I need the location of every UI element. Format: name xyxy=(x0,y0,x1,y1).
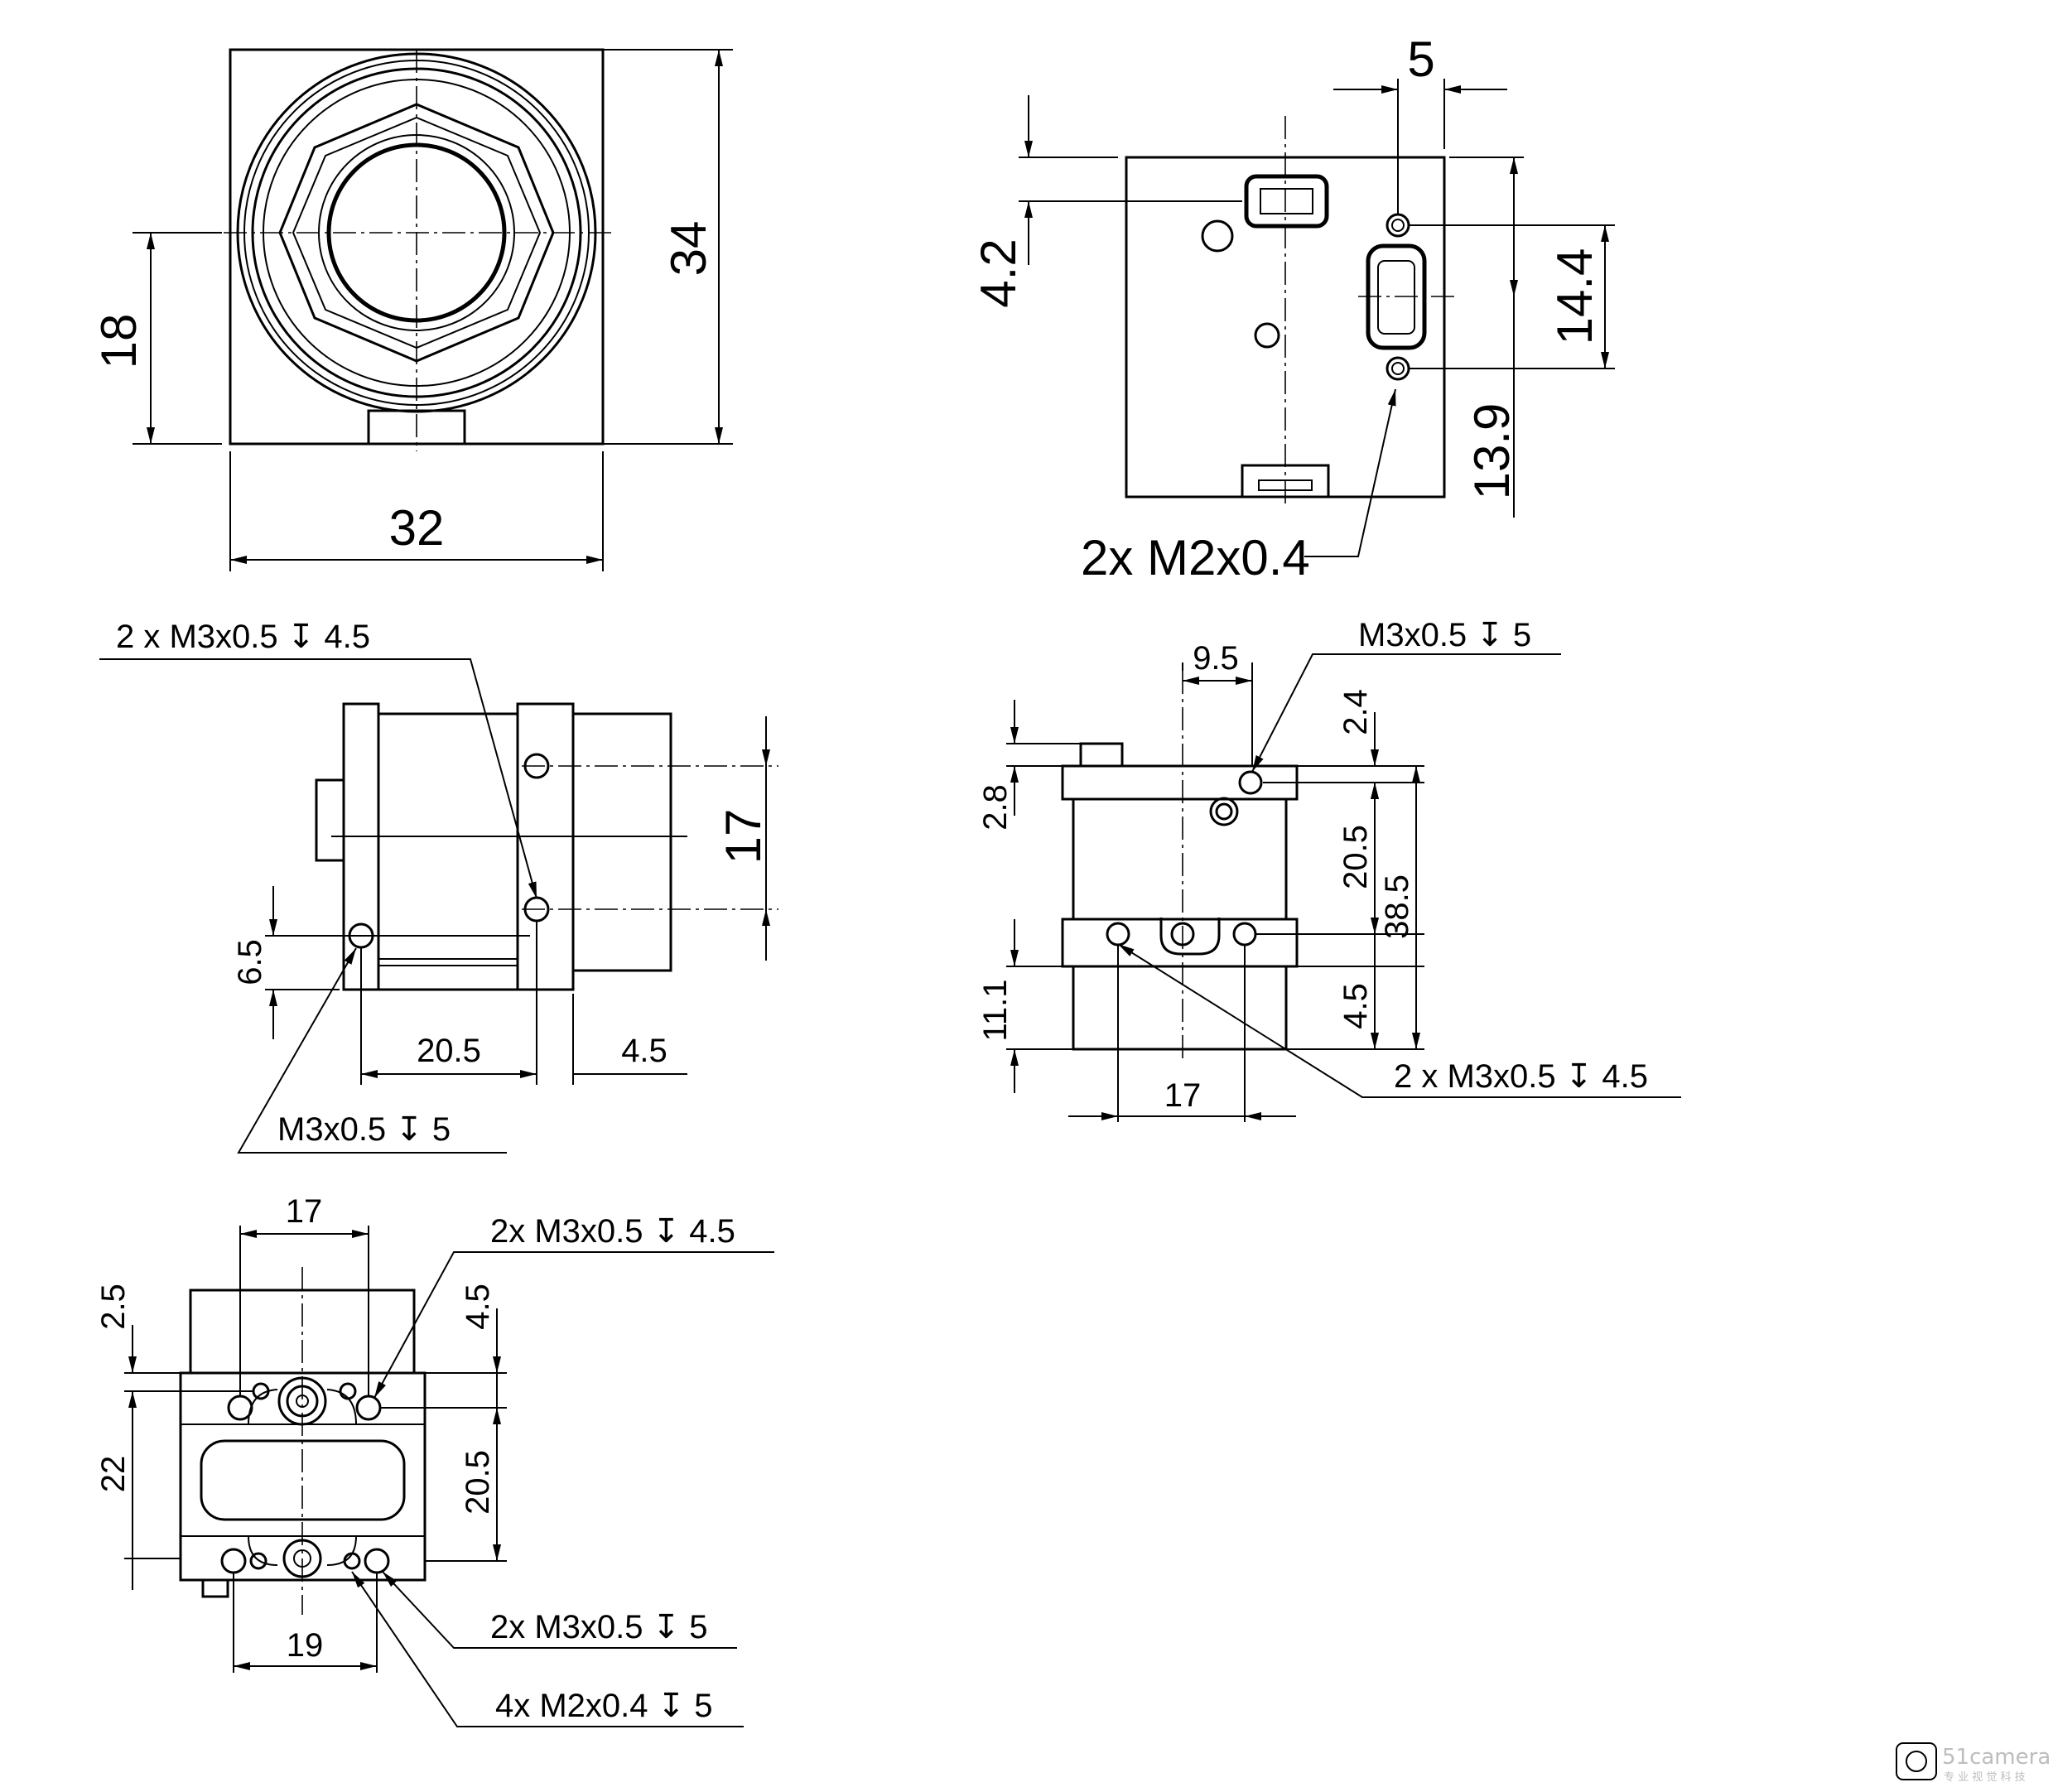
top-hole-spacing-label: 20.5 xyxy=(1337,825,1374,889)
bottom-view: 17 2x M3x0.5 ↧ 4.5 2.5 22 4.5 20.5 19 2x… xyxy=(95,1193,774,1727)
top-lower-thread-callout: 2 x M3x0.5 ↧ 4.5 xyxy=(1394,1058,1648,1095)
watermark: 51camera 专 业 视 觉 科 技 xyxy=(1896,1742,2051,1784)
top-left-bottom-label: 11.1 xyxy=(977,980,1014,1042)
top-front-offset-label: 4.5 xyxy=(1337,983,1374,1029)
top-bottom-width-label: 17 xyxy=(1164,1077,1202,1114)
bottom-right-top-label: 4.5 xyxy=(460,1284,496,1330)
usb-connector xyxy=(1244,174,1329,229)
watermark-brand: 51camera xyxy=(1942,1745,2051,1770)
front-height-label: 34 xyxy=(661,221,716,277)
bottom-thread-b-callout: 4x M2x0.4 ↧ 5 xyxy=(495,1688,713,1724)
side-bottom-thread-callout: M3x0.5 ↧ 5 xyxy=(277,1111,451,1148)
bottom-top-thread-callout: 2x M3x0.5 ↧ 4.5 xyxy=(490,1213,735,1250)
side-view: 17 6.5 20.5 4.5 2 x M3x0.5 ↧ 4.5 M3x0.5 … xyxy=(99,619,778,1154)
side-length-label: 20.5 xyxy=(417,1033,481,1069)
bottom-thread-a-callout: 2x M3x0.5 ↧ 5 xyxy=(490,1609,708,1645)
top-total-length-label: 38.5 xyxy=(1379,874,1415,939)
top-width-offset-label: 9.5 xyxy=(1193,640,1239,677)
rear-thread-callout: 2x M2x0.4 xyxy=(1081,530,1310,585)
bottom-left-length-label: 22 xyxy=(95,1456,132,1493)
bottom-top-spacing-label: 17 xyxy=(286,1193,323,1230)
bottom-spacing-label: 19 xyxy=(287,1627,324,1664)
front-width-label: 32 xyxy=(389,500,445,556)
rear-lower-height-label: 13.9 xyxy=(1464,403,1520,500)
rear-top-offset-label: 4.2 xyxy=(971,238,1026,307)
front-view: 34 18 32 xyxy=(91,48,733,571)
top-left-offset-label: 2.8 xyxy=(977,784,1014,831)
side-hole-spacing-label: 17 xyxy=(716,809,771,865)
side-top-thread-callout: 2 x M3x0.5 ↧ 4.5 xyxy=(116,619,370,655)
side-left-hole-height-label: 6.5 xyxy=(232,939,268,985)
rear-thread-offset-label: 5 xyxy=(1407,31,1434,87)
front-lens-height-label: 18 xyxy=(91,314,147,369)
rear-view: 5 4.2 14.4 13.9 2x M2x0.4 xyxy=(971,31,1615,585)
top-offset-label: 2.4 xyxy=(1337,689,1374,735)
top-upper-thread-callout: M3x0.5 ↧ 5 xyxy=(1358,617,1531,653)
top-view: 9.5 M3x0.5 ↧ 5 2.4 20.5 4.5 38.5 2.8 xyxy=(977,617,1681,1122)
watermark-subtitle: 专 业 视 觉 科 技 xyxy=(1944,1771,2026,1784)
side-front-offset-label: 4.5 xyxy=(621,1033,667,1069)
rear-hole-spacing-label: 14.4 xyxy=(1547,248,1602,345)
bottom-right-length-label: 20.5 xyxy=(460,1450,496,1515)
bottom-left-top-label: 2.5 xyxy=(95,1284,132,1330)
